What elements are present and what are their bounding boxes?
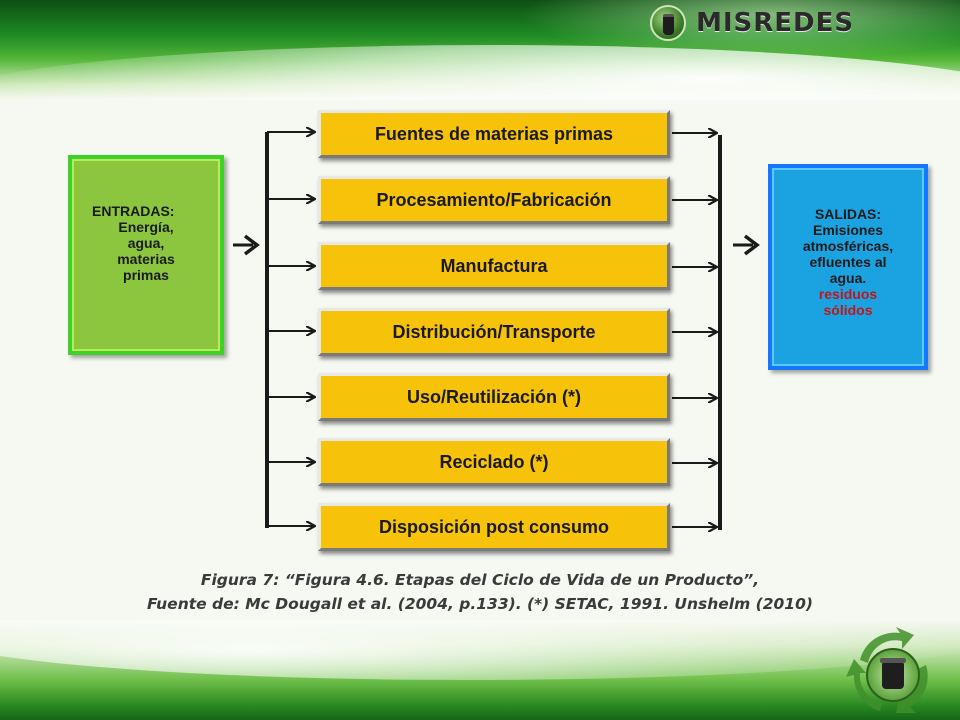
life-cycle-diagram: ENTRADAS: Energía, agua, materias primas [68, 0, 928, 620]
inputs-line: agua, [127, 235, 165, 251]
stage-box: Distribución/Transporte [318, 308, 670, 356]
stage-box: Disposición post consumo [318, 503, 670, 551]
inputs-line: Energía, [118, 219, 174, 235]
brand-name: MISREDES [696, 8, 855, 38]
connector-arrows [233, 0, 760, 620]
stage-box: Fuentes de materias primas [318, 110, 670, 158]
stage-box: Reciclado (*) [318, 438, 670, 486]
footer-swoosh [0, 620, 960, 680]
outputs-panel: SALIDAS: Emisiones atmosféricas, efluent… [768, 164, 928, 370]
inputs-line: materias [117, 251, 175, 267]
stage-box: Manufactura [318, 242, 670, 290]
inputs-panel: ENTRADAS: Energía, agua, materias primas [68, 155, 224, 355]
figure-caption: Figura 7: “Figura 4.6. Etapas del Ciclo … [100, 568, 860, 616]
outputs-highlight-line: sólidos [823, 302, 873, 318]
caption-line-2: Fuente de: Mc Dougall et al. (2004, p.13… [147, 595, 813, 613]
recycle-bin-icon [846, 627, 928, 713]
inputs-title: ENTRADAS: [92, 203, 175, 219]
outputs-line: agua. [829, 270, 867, 286]
header-band [0, 0, 960, 100]
caption-line-1: Figura 7: “Figura 4.6. Etapas del Ciclo … [200, 571, 760, 589]
input-chevron-icon [233, 234, 260, 256]
brand: MISREDES [650, 5, 854, 41]
inputs-line: primas [123, 267, 169, 283]
outputs-line: atmosféricas, [802, 238, 894, 254]
outputs-highlight-line: residuos [818, 286, 878, 302]
outputs-title: SALIDAS: [814, 206, 882, 222]
trash-bin-icon [650, 5, 686, 41]
stage-box: Procesamiento/Fabricación [318, 176, 670, 224]
stage-box: Uso/Reutilización (*) [318, 373, 670, 421]
outputs-line: Emisiones [812, 222, 884, 238]
outputs-line: efluentes al [809, 254, 887, 270]
output-chevron-icon [733, 234, 760, 256]
footer-band [0, 620, 960, 720]
